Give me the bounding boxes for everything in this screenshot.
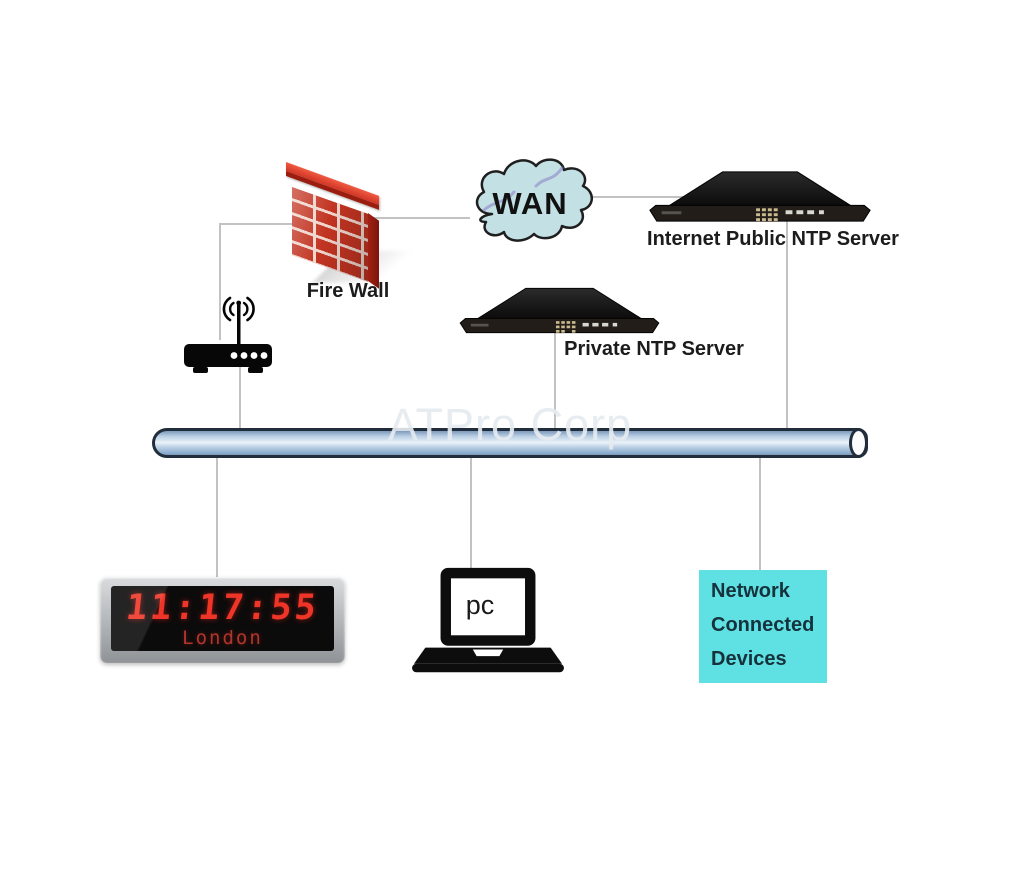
connection-line-bus-pc [470, 456, 472, 568]
connection-line-publicserver-bus [786, 220, 788, 430]
led-clock-icon: 11:17:55 London [100, 577, 345, 663]
private-ntp-node [452, 283, 667, 338]
network-devices-box: Network Connected Devices [699, 570, 827, 683]
pc-label: pc [465, 590, 495, 620]
wireless-router-icon [184, 296, 272, 373]
clock-time: 11:17:55 [124, 588, 321, 628]
router-node [178, 292, 278, 374]
connection-line-privateserver-bus [554, 330, 556, 430]
devices-line-3: Devices [711, 648, 787, 670]
connection-line-firewall-wan [374, 217, 470, 219]
pipe-open-end [849, 428, 868, 458]
connection-line-wan-publicserver [588, 196, 695, 198]
laptop-icon [412, 567, 564, 673]
cloud-icon [475, 158, 593, 242]
connection-line-firewall-router [219, 223, 221, 340]
connection-line-bus-clock [216, 456, 218, 578]
public-ntp-node [642, 166, 878, 227]
firewall-side-face [368, 213, 379, 289]
connection-line-router-bus [239, 366, 241, 430]
rack-server-icon [459, 287, 660, 334]
connection-line-bus-devices [759, 456, 761, 571]
clock-city: London [182, 627, 263, 649]
public-ntp-label: Internet Public NTP Server [647, 228, 899, 250]
wan-node [462, 152, 598, 252]
connection-line-firewall-left [219, 223, 293, 225]
pipe-bus [152, 428, 868, 458]
private-ntp-label: Private NTP Server [564, 338, 744, 360]
rack-server-icon [649, 171, 871, 222]
clock-display: 11:17:55 London [111, 586, 334, 651]
devices-line-1: Network [711, 580, 790, 602]
wan-label: WAN [492, 186, 568, 221]
pc-node [412, 566, 564, 678]
devices-line-2: Connected [711, 614, 815, 636]
firewall-label: Fire Wall [306, 280, 390, 302]
